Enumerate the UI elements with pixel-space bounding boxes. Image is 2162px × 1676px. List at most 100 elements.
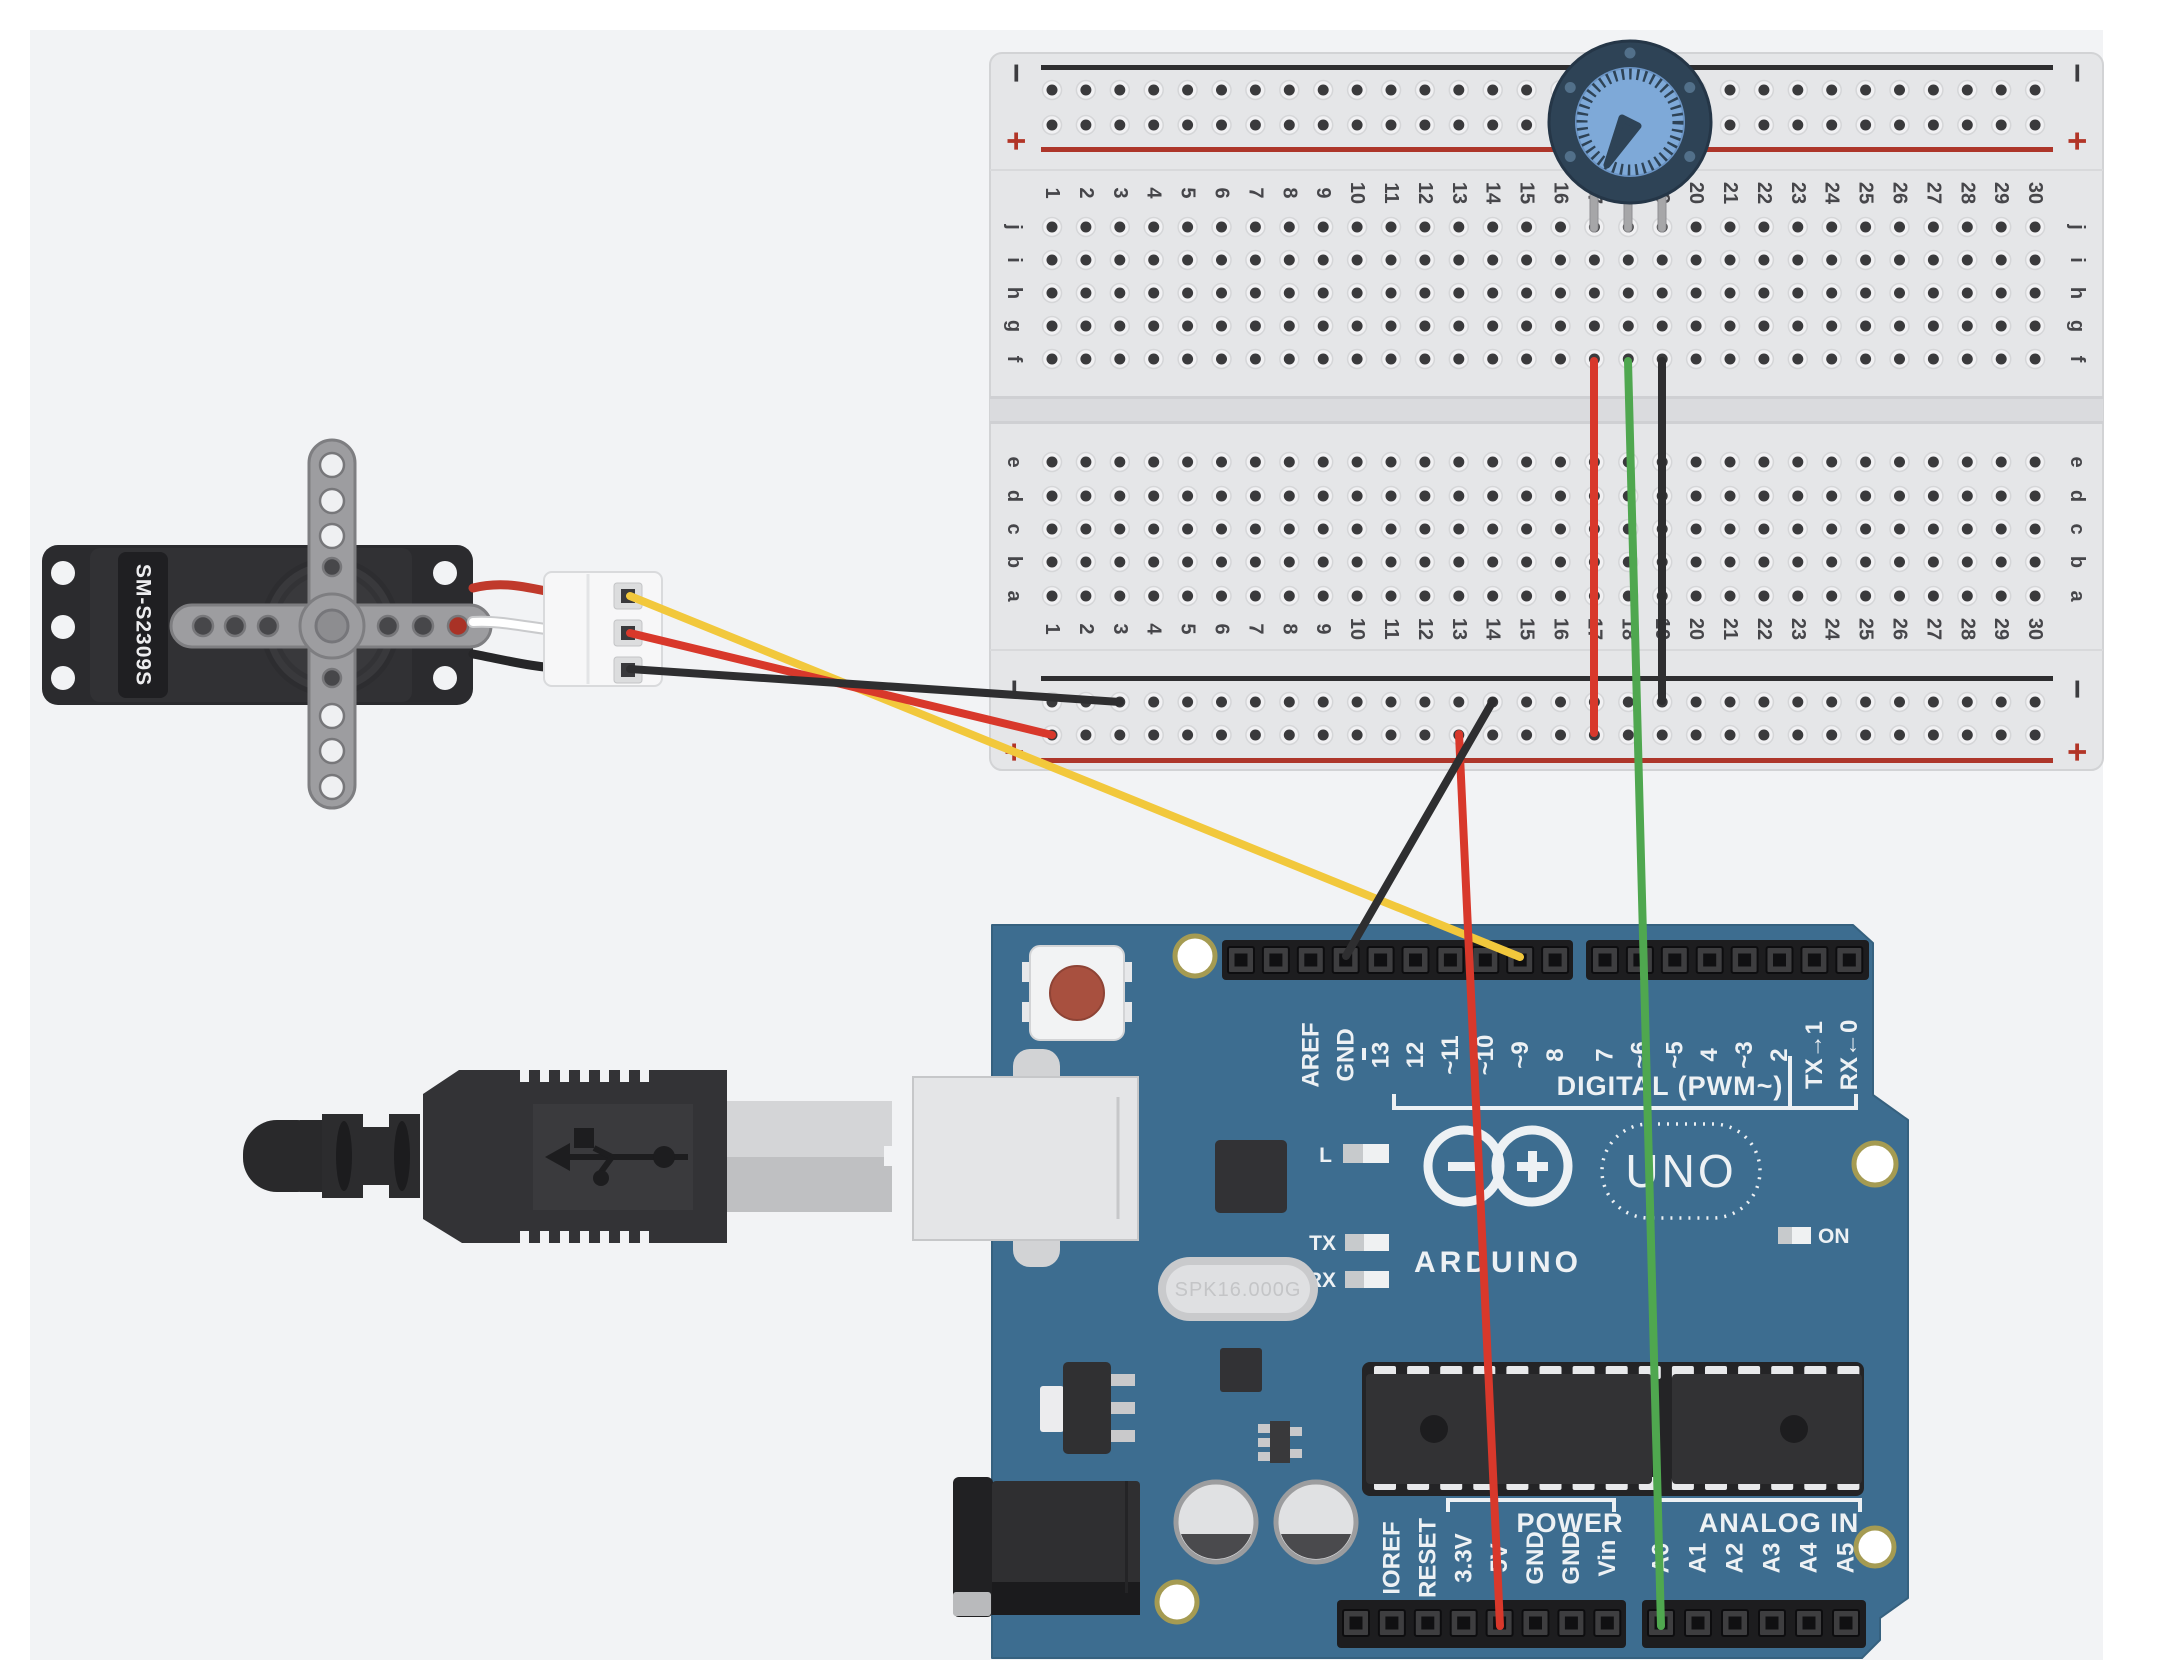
breadboard-hole-pin xyxy=(1656,729,1668,741)
bb-col-label: 22 xyxy=(1753,182,1775,204)
header-pin-hole xyxy=(1349,1616,1363,1630)
crystal-label: SPK16.000G xyxy=(1175,1279,1302,1301)
bb-row-label: d xyxy=(1003,490,1025,502)
breadboard-hole-pin xyxy=(1961,729,1973,741)
plus-rail-symbol: + xyxy=(2058,131,2096,151)
servo-horn-hub xyxy=(314,608,350,644)
bb-col-label: 26 xyxy=(1889,618,1911,640)
breadboard-hole-pin xyxy=(1860,221,1872,233)
servo-motor[interactable]: SM-S2309S xyxy=(42,438,493,810)
breadboard-hole-pin xyxy=(1487,590,1499,602)
breadboard-hole-pin xyxy=(1385,729,1397,741)
breadboard-hole-pin xyxy=(1249,254,1261,266)
breadboard-hole-pin xyxy=(1758,320,1770,332)
breadboard-hole-pin xyxy=(1419,320,1431,332)
breadboard-hole-pin xyxy=(1249,556,1261,568)
breadboard-hole-pin xyxy=(1249,320,1261,332)
bb-row-label: g xyxy=(1003,320,1025,332)
header-pin-hole xyxy=(1564,1616,1578,1630)
breadboard-hole-pin xyxy=(1385,320,1397,332)
header-pin-hole xyxy=(1457,1616,1471,1630)
minus-rail-symbol: − xyxy=(2058,63,2096,83)
power-caption-line xyxy=(1446,1498,1616,1502)
breadboard-hole-pin xyxy=(1114,353,1126,365)
breadboard-hole-pin xyxy=(1148,221,1160,233)
bb-col-label: 12 xyxy=(1414,182,1436,204)
usb-tooth-notch xyxy=(640,1070,649,1082)
breadboard-hole-pin xyxy=(1453,353,1465,365)
wire-servo-ground-to-minus-rail[interactable] xyxy=(626,665,1124,706)
arduino-logo-icon xyxy=(1423,1125,1573,1207)
bb-row-label: c xyxy=(2066,523,2088,534)
breadboard-hole-pin xyxy=(1894,320,1905,332)
pin-label: 8 xyxy=(1542,1048,1569,1061)
usb-metal-shell-top xyxy=(727,1101,892,1157)
breadboard-hole-pin xyxy=(1317,353,1329,365)
breadboard-hole-pin xyxy=(1724,353,1736,365)
breadboard-hole-pin xyxy=(1927,590,1939,602)
usb-plug[interactable] xyxy=(243,1070,892,1243)
header-pin-hole xyxy=(1234,953,1248,967)
breadboard-hole-pin xyxy=(1148,729,1160,741)
breadboard-hole-pin xyxy=(1961,119,1973,131)
breadboard-hole-pin xyxy=(1555,556,1566,568)
breadboard-hole-pin xyxy=(1487,490,1499,502)
breadboard-hole-pin xyxy=(1521,119,1533,131)
reset-button[interactable] xyxy=(1022,945,1132,1041)
reset-button-cap[interactable] xyxy=(1049,965,1105,1021)
wire-pot-wiper-to-a0[interactable] xyxy=(1624,357,1665,1630)
header-pin-hole xyxy=(1668,953,1682,967)
breadboard-hole-pin xyxy=(1182,320,1194,332)
header-pin-hole xyxy=(1598,953,1612,967)
bb-col-label: 15 xyxy=(1516,182,1538,204)
servo-mount-hole xyxy=(51,666,75,690)
breadboard[interactable]: 1122334455667788991010111112121313141415… xyxy=(989,52,2104,771)
pin-label: 4 xyxy=(1696,1048,1723,1062)
breadboard-hole-pin xyxy=(1283,221,1295,233)
usb-tooth-notch xyxy=(560,1231,569,1243)
breadboard-hole-pin xyxy=(1927,119,1939,131)
breadboard-hole-pin xyxy=(1521,729,1533,741)
breadboard-hole-pin xyxy=(1317,84,1329,96)
pin-label: ~3 xyxy=(1731,1041,1758,1068)
bb-col-label: 8 xyxy=(1278,187,1300,198)
breadboard-hole-pin xyxy=(1826,287,1838,299)
breadboard-hole-pin xyxy=(1521,221,1533,233)
breadboard-hole-pin xyxy=(1317,523,1329,535)
breadboard-hole-pin xyxy=(1487,556,1499,568)
breadboard-hole-pin xyxy=(1995,729,2007,741)
breadboard-hole-pin xyxy=(1860,556,1872,568)
breadboard-hole-pin xyxy=(1148,119,1160,131)
breadboard-hole-pin xyxy=(1860,729,1872,741)
bb-col-label: 25 xyxy=(1855,182,1877,204)
bb-col-label: 21 xyxy=(1719,618,1741,640)
wire-servo-signal-to-pin9[interactable] xyxy=(626,592,1524,961)
header-pin-hole xyxy=(1807,953,1821,967)
pot-ring-dot xyxy=(1624,47,1636,59)
breadboard-hole-pin xyxy=(1148,353,1160,365)
breadboard-hole-pin xyxy=(1283,84,1295,96)
breadboard-hole-pin xyxy=(1826,84,1838,96)
wire-minus-rail-to-gnd[interactable] xyxy=(1342,697,1497,960)
potentiometer[interactable] xyxy=(1547,39,1713,233)
wire-plus-rail-to-5v[interactable] xyxy=(1455,730,1504,1630)
breadboard-hole-pin xyxy=(1860,119,1872,131)
pot-ring-dot xyxy=(1564,151,1576,162)
header-pin-hole xyxy=(1374,953,1388,967)
pin-label: A2 xyxy=(1722,1543,1749,1574)
breadboard-hole-pin xyxy=(1046,84,1058,96)
breadboard-hole-pin xyxy=(1080,556,1092,568)
breadboard-hole-pin xyxy=(1792,221,1804,233)
usb-shell-notch xyxy=(884,1146,892,1166)
breadboard-hole-pin xyxy=(2029,729,2041,741)
breadboard-hole-pin xyxy=(2029,287,2041,299)
breadboard-hole-pin xyxy=(1555,456,1566,468)
led-l-label: L xyxy=(1319,1144,1332,1167)
breadboard-hole-pin xyxy=(1826,119,1838,131)
breadboard-hole-pin xyxy=(1216,696,1227,708)
breadboard-hole-pin xyxy=(1283,119,1295,131)
breadboard-hole-pin xyxy=(1317,556,1329,568)
minus-rail-symbol: − xyxy=(997,63,1035,83)
bb-col-label: 3 xyxy=(1109,623,1131,634)
